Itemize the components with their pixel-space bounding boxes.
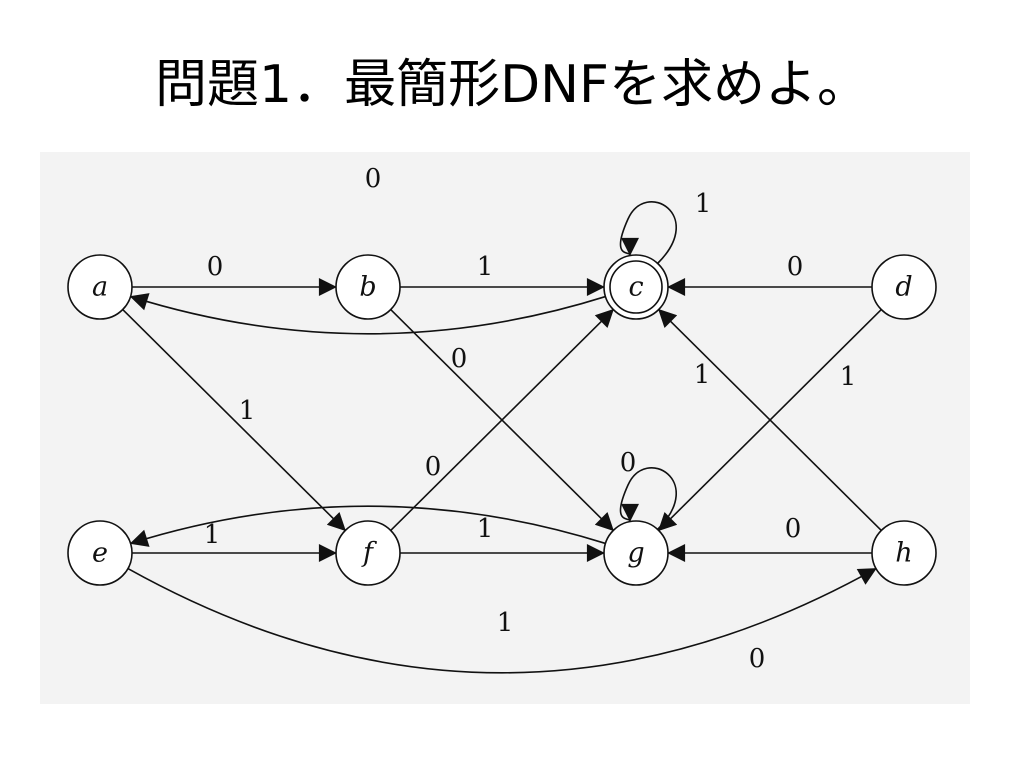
node-circle-a bbox=[67, 254, 133, 320]
node-circle-e bbox=[67, 520, 133, 586]
edge-label-c-a: 0 bbox=[365, 164, 382, 194]
edge-a-f bbox=[122, 308, 346, 532]
edge-c-c bbox=[619, 201, 677, 264]
edge-label-b-g: 0 bbox=[451, 344, 468, 374]
edge-h-c bbox=[658, 308, 882, 532]
edge-label-d-c: 0 bbox=[787, 252, 804, 282]
edge-label-a-b: 0 bbox=[207, 252, 224, 282]
node-b: b bbox=[335, 254, 401, 320]
node-circle-f bbox=[335, 520, 401, 586]
node-g: g bbox=[603, 520, 669, 586]
edge-label-g-e: 1 bbox=[497, 608, 514, 638]
node-circle-c bbox=[603, 254, 669, 320]
node-c: c bbox=[603, 254, 669, 320]
edge-label-h-c: 1 bbox=[694, 360, 711, 390]
node-d: d bbox=[871, 254, 937, 320]
edge-label-e-f: 1 bbox=[204, 520, 221, 550]
edge-label-e-h: 0 bbox=[749, 644, 766, 674]
slide-title: 問題1．最簡形DNFを求めよ。 bbox=[155, 55, 869, 115]
node-circle-b bbox=[335, 254, 401, 320]
edge-label-f-c: 0 bbox=[425, 452, 442, 482]
node-f: f bbox=[335, 520, 401, 586]
edge-label-b-c: 1 bbox=[477, 252, 494, 282]
node-label-g: g bbox=[627, 538, 644, 569]
edge-g-e bbox=[129, 505, 606, 547]
edge-g-g bbox=[619, 467, 677, 530]
node-e: e bbox=[67, 520, 133, 586]
edge-label-layer: 0 1 1 0 0 1 0 1 1 0 0 1 1 0 1 0 bbox=[204, 164, 857, 674]
edge-f-c bbox=[390, 308, 614, 532]
node-label-c: c bbox=[628, 272, 643, 303]
node-circle-d bbox=[871, 254, 937, 320]
edge-label-d-g: 1 bbox=[840, 362, 857, 392]
node-label-e: e bbox=[92, 538, 108, 569]
node-circle-h bbox=[871, 520, 937, 586]
node-label-h: h bbox=[895, 538, 912, 569]
edge-label-c-c: 1 bbox=[695, 189, 712, 219]
edge-c-a bbox=[129, 293, 606, 335]
node-label-d: d bbox=[895, 272, 912, 303]
node-a: a bbox=[67, 254, 133, 320]
edge-label-f-g: 1 bbox=[477, 514, 494, 544]
edge-label-g-g: 0 bbox=[620, 448, 637, 478]
node-label-b: b bbox=[359, 272, 376, 303]
edge-label-a-f: 1 bbox=[239, 396, 256, 426]
node-circle-g bbox=[603, 520, 669, 586]
diagram-background bbox=[40, 152, 970, 704]
node-h: h bbox=[871, 520, 937, 586]
edge-e-h bbox=[127, 567, 877, 674]
node-layer: a b c d e f g h bbox=[67, 254, 937, 586]
node-label-a: a bbox=[92, 272, 108, 303]
accepting-ring-c bbox=[609, 260, 663, 314]
edge-label-h-g: 0 bbox=[785, 514, 802, 544]
edge-layer bbox=[122, 201, 882, 674]
